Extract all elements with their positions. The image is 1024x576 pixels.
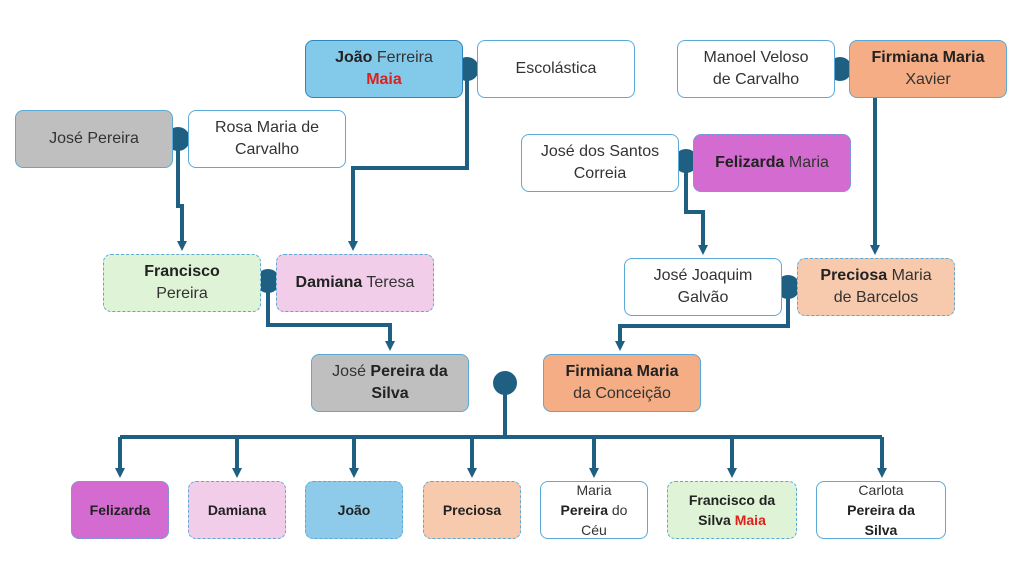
person-escolastica-label: Escolástica [515, 60, 597, 77]
person-joao-label: João Ferreira Maia [335, 49, 433, 88]
child-damiana-label: Damiana [207, 502, 267, 518]
connector-jose-rosa-to-francisco [176, 139, 187, 251]
person-felizarda-maria: Felizarda Maria [693, 134, 851, 192]
person-jose-pereira: José Pereira [15, 110, 173, 168]
child-joao-label: João [337, 502, 371, 518]
person-firmiana-conceicao-label: Firmiana Maria da Conceição [565, 363, 679, 402]
child-francisco-label: Francisco da Silva Maia [688, 492, 776, 528]
person-firmiana-conceicao: Firmiana Maria da Conceição [543, 354, 701, 412]
person-jose-joaquim-galvao: José Joaquim Galvão [624, 258, 782, 316]
child-joao: João [305, 481, 403, 539]
child-damiana: Damiana [188, 481, 286, 539]
child-maria-label: Maria Pereira do Céu [560, 482, 628, 538]
couple-node-francisco-damiana [256, 269, 280, 293]
person-firmiana-xavier: Firmiana Maria Xavier [849, 40, 1007, 98]
connector-joaquim-preciosa-to-firmiana [615, 287, 790, 351]
person-rosa-label: Rosa Maria de Carvalho [214, 119, 320, 158]
child-preciosa-label: Preciosa [442, 502, 502, 518]
person-manoel-veloso: Manoel Veloso de Carvalho [677, 40, 835, 98]
person-rosa-maria: Rosa Maria de Carvalho [188, 110, 346, 168]
person-firmiana-xavier-label: Firmiana Maria Xavier [871, 49, 985, 88]
child-maria-pereira-do-ceu: Maria Pereira do Céu [540, 481, 648, 539]
connector-santos-felizarda-to-joaquim [684, 161, 708, 255]
person-jose-santos-label: José dos Santos Correia [540, 143, 660, 182]
child-francisco-da-silva-maia: Francisco da Silva Maia [667, 481, 797, 539]
person-damiana-teresa-label: Damiana Teresa [295, 274, 415, 291]
person-jose-pereira-label: José Pereira [49, 130, 139, 147]
person-jose-dos-santos: José dos Santos Correia [521, 134, 679, 192]
child-preciosa: Preciosa [423, 481, 521, 539]
person-francisco-pereira-label: Francisco Pereira [144, 263, 220, 302]
person-joao-ferreira-maia: João Ferreira Maia [305, 40, 463, 98]
connector-joao-escolastica-to-damiana [348, 69, 469, 251]
person-jose-pereira-silva-label: José Pereira da Silva [332, 363, 448, 402]
couple-node-joaquim-preciosa [776, 275, 800, 299]
couple-node-parents [493, 371, 517, 395]
person-jose-pereira-da-silva: José Pereira da Silva [311, 354, 469, 412]
child-felizarda: Felizarda [71, 481, 169, 539]
couple-node-santos-felizarda [674, 149, 698, 173]
person-preciosa-maria-label: Preciosa Maria de Barcelos [820, 267, 932, 306]
child-felizarda-label: Felizarda [89, 502, 151, 518]
person-francisco-pereira: Francisco Pereira [103, 254, 261, 312]
child-carlota-pereira-da-silva: Carlota Pereira da Silva [816, 481, 946, 539]
person-preciosa-maria: Preciosa Maria de Barcelos [797, 258, 955, 316]
person-escolastica: Escolástica [477, 40, 635, 98]
person-felizarda-maria-label: Felizarda Maria [715, 154, 829, 171]
person-manoel-label: Manoel Veloso de Carvalho [703, 49, 809, 88]
child-carlota-label: Carlota Pereira da Silva [847, 482, 915, 538]
person-jose-joaquim-label: José Joaquim Galvão [653, 267, 753, 306]
person-damiana-teresa: Damiana Teresa [276, 254, 434, 312]
connector-francisco-damiana-to-jose-silva [266, 281, 395, 351]
